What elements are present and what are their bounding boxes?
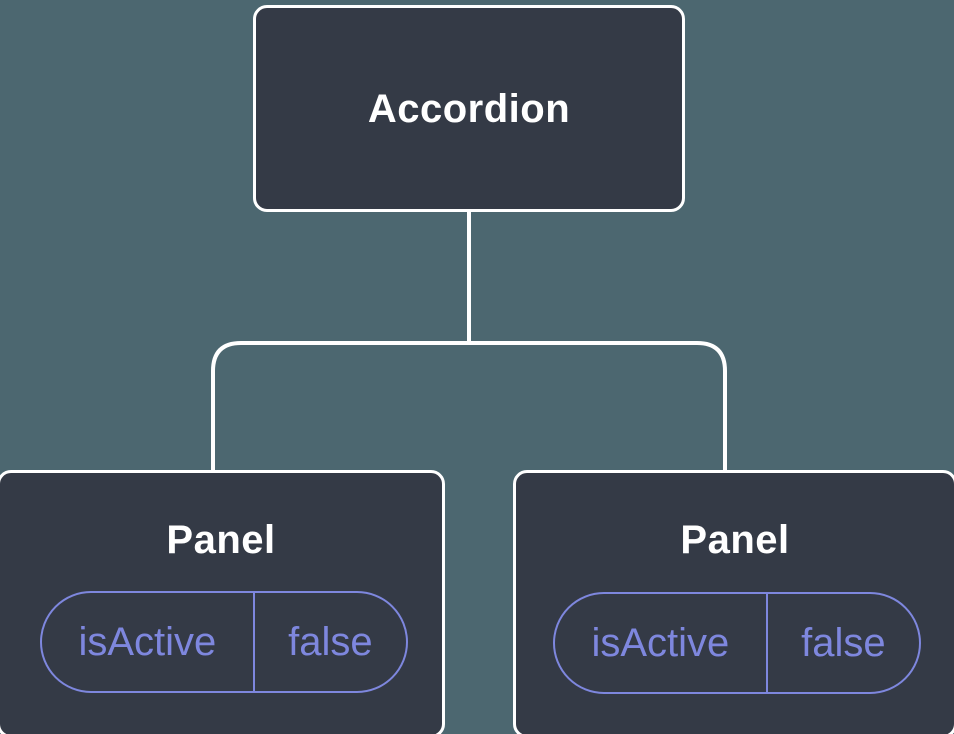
state-name: isActive xyxy=(42,593,255,691)
state-name: isActive xyxy=(555,594,768,692)
state-pill: isActive false xyxy=(40,591,408,693)
state-value: false xyxy=(288,619,373,664)
state-value: false xyxy=(801,620,886,665)
panel-node-right: Panel isActive false xyxy=(513,470,954,734)
panel-node-label: Panel xyxy=(166,518,276,562)
accordion-node: Accordion xyxy=(253,5,685,212)
panel-node-label: Panel xyxy=(680,518,790,562)
accordion-node-label: Accordion xyxy=(367,86,571,131)
state-pill: isActive false xyxy=(553,592,921,694)
panel-node-left: Panel isActive false xyxy=(0,470,445,734)
children-bracket-line xyxy=(211,341,727,473)
